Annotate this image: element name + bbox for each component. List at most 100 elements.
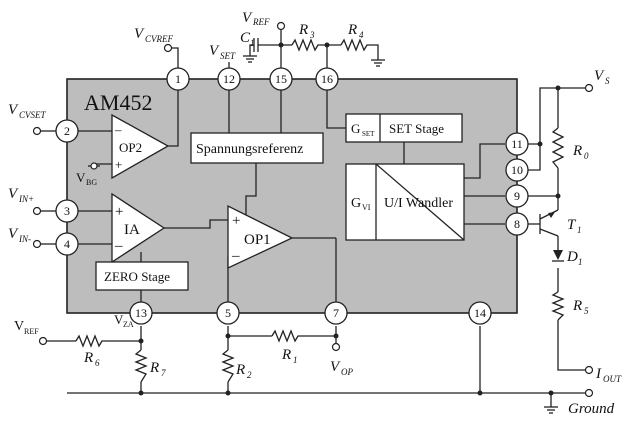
svg-text:4: 4 (64, 237, 70, 251)
op1-plus: + (232, 213, 240, 229)
svg-text:9: 9 (514, 189, 520, 203)
svg-text:7: 7 (161, 368, 166, 378)
svg-text:R: R (83, 350, 93, 366)
ground-symbol-main (544, 406, 558, 414)
svg-text:1: 1 (577, 225, 582, 235)
pin-11: 11 (505, 132, 529, 156)
svg-text:I: I (595, 366, 602, 382)
ground-symbol-c1 (243, 55, 257, 63)
pin-14: 14 (468, 301, 492, 325)
svg-text:12: 12 (223, 72, 235, 86)
svg-text:R: R (281, 347, 291, 363)
transistor-t1 (539, 209, 559, 237)
set-stage-label: SET Stage (389, 121, 444, 136)
ia-amplifier (111, 192, 166, 264)
terminal-vref-top (276, 21, 286, 31)
svg-text:C: C (240, 30, 251, 46)
svg-text:5: 5 (584, 306, 589, 316)
svg-text:15: 15 (275, 72, 287, 86)
svg-text:R: R (572, 143, 582, 159)
g-set-sub: SET (362, 130, 375, 138)
svg-text:1: 1 (175, 72, 181, 86)
svg-text:ZA: ZA (123, 320, 134, 329)
svg-text:V: V (14, 319, 24, 334)
resistor-r1 (271, 329, 300, 343)
svg-text:V: V (209, 43, 220, 59)
capacitor-c1 (249, 38, 259, 56)
op2-label: OP2 (119, 140, 142, 155)
resistor-r2 (221, 349, 235, 383)
ic-name: AM452 (84, 90, 152, 115)
svg-text:CVREF: CVREF (145, 34, 173, 44)
svg-text:V: V (114, 312, 124, 327)
svg-text:V: V (8, 102, 19, 118)
op1-minus: – (231, 248, 240, 264)
ia-minus: – (114, 238, 123, 254)
svg-text:REF: REF (24, 327, 39, 336)
diode-d1 (552, 250, 564, 262)
ground-symbol-r4 (371, 59, 385, 67)
terminal-vcvref (163, 43, 173, 53)
op1-label: OP1 (244, 232, 271, 248)
svg-text:1: 1 (293, 355, 298, 365)
pin-7: 7 (324, 301, 348, 325)
pin-8: 8 (505, 212, 529, 236)
pin-1: 1 (166, 67, 190, 91)
g-set-label: G (351, 121, 360, 136)
zero-stage-label: ZERO Stage (104, 269, 170, 284)
svg-text:11: 11 (511, 137, 523, 151)
svg-text:3: 3 (309, 30, 315, 40)
pin-9: 9 (505, 184, 529, 208)
svg-text:R: R (347, 22, 357, 38)
terminal-ground (584, 388, 594, 398)
svg-text:5: 5 (225, 306, 231, 320)
pin-3: 3 (55, 199, 79, 223)
svg-text:BG: BG (86, 178, 97, 187)
op2-amplifier (111, 113, 170, 180)
svg-text:CVSET: CVSET (19, 110, 46, 120)
svg-text:V: V (594, 68, 605, 84)
label-ground: Ground (568, 401, 615, 417)
svg-text:0: 0 (584, 151, 589, 161)
pin-15: 15 (269, 67, 293, 91)
pin-2: 2 (55, 119, 79, 143)
pin-4: 4 (55, 232, 79, 256)
terminal-vcvset (32, 126, 42, 136)
svg-text:V: V (8, 186, 19, 202)
svg-text:1: 1 (250, 38, 255, 48)
svg-text:D: D (566, 249, 578, 265)
terminal-vref-left (38, 336, 48, 346)
svg-text:16: 16 (321, 72, 333, 86)
g-vi-label: G (351, 196, 361, 211)
svg-text:V: V (8, 226, 19, 242)
terminal-vop (331, 342, 341, 352)
svg-text:R: R (298, 22, 308, 38)
terminal-vbg (90, 162, 98, 170)
svg-text:OUT: OUT (603, 374, 622, 384)
op2-minus: – (114, 122, 122, 137)
svg-text:V: V (134, 26, 145, 42)
reference-label: Spannungsreferenz (196, 142, 303, 157)
resistor-r3 (291, 38, 320, 52)
resistor-r7 (134, 349, 148, 383)
svg-text:V: V (242, 10, 253, 26)
svg-text:7: 7 (333, 306, 339, 320)
svg-text:14: 14 (474, 306, 486, 320)
svg-text:OP: OP (341, 367, 353, 377)
